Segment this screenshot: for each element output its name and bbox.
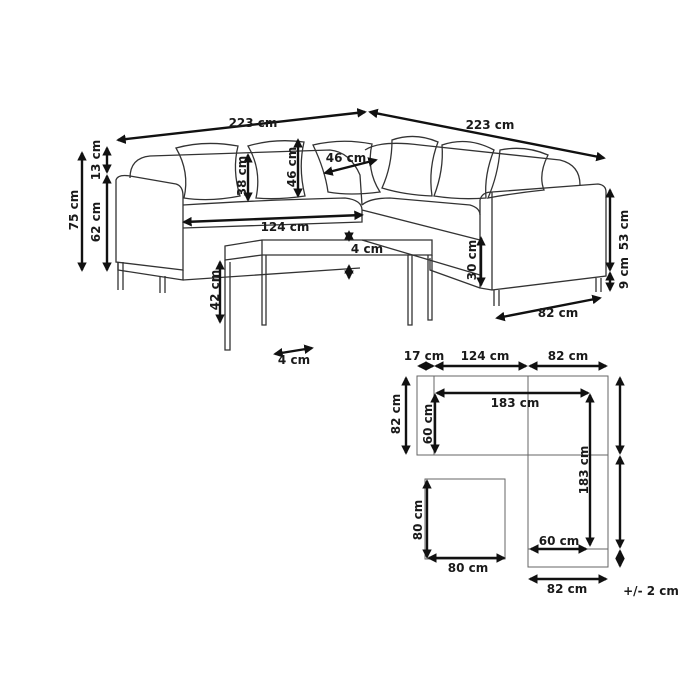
label-leg-height: 9 cm — [617, 257, 631, 289]
label-inner-length-top: 183 cm — [491, 396, 540, 410]
label-total-height: 75 cm — [67, 190, 81, 231]
label-back-cushion-height: 13 cm — [89, 140, 103, 181]
label-bottom-width: 82 cm — [547, 582, 588, 596]
label-pillow-width: 46 cm — [326, 151, 367, 165]
right-sofa-seat — [361, 197, 481, 241]
left-sofa-base — [117, 262, 361, 281]
label-width-left: 223 cm — [229, 116, 278, 130]
label-corner-width: 82 cm — [548, 349, 589, 363]
label-seat-depth-left: 60 cm — [421, 404, 435, 445]
label-tolerance: +/- 2 cm — [623, 584, 679, 598]
right-sofa-base — [361, 239, 481, 289]
right-sofa-back — [364, 142, 581, 186]
label-pillow-height-small: 38 cm — [235, 156, 249, 197]
coffee-table-illustration — [224, 239, 433, 351]
left-sofa-legs — [117, 262, 166, 293]
label-seat-depth-bottom: 60 cm — [539, 534, 580, 548]
label-table-leg-width: 4 cm — [278, 353, 310, 367]
label-armrest-height-right: 53 cm — [617, 210, 631, 251]
pillows — [175, 135, 549, 201]
label-seat-module-width: 124 cm — [461, 349, 510, 363]
label-arm-width: 17 cm — [404, 349, 445, 363]
right-sofa-arm — [479, 183, 607, 291]
label-width-right: 223 cm — [466, 118, 515, 132]
left-sofa-seat — [182, 197, 363, 229]
label-depth: 82 cm — [538, 306, 579, 320]
label-table-height: 42 cm — [208, 270, 222, 311]
label-armrest-height-left: 62 cm — [89, 202, 103, 243]
label-pillow-height-large: 46 cm — [285, 147, 299, 188]
label-depth-left: 82 cm — [389, 394, 403, 435]
label-seat-width: 124 cm — [261, 220, 310, 234]
label-table-width: 80 cm — [448, 561, 489, 575]
label-seat-height: 30 cm — [465, 240, 479, 281]
left-sofa-arm — [115, 174, 184, 271]
label-table-depth: 80 cm — [411, 500, 425, 541]
label-inner-length-right: 183 cm — [577, 446, 591, 495]
label-table-top-thickness: 4 cm — [351, 242, 383, 256]
